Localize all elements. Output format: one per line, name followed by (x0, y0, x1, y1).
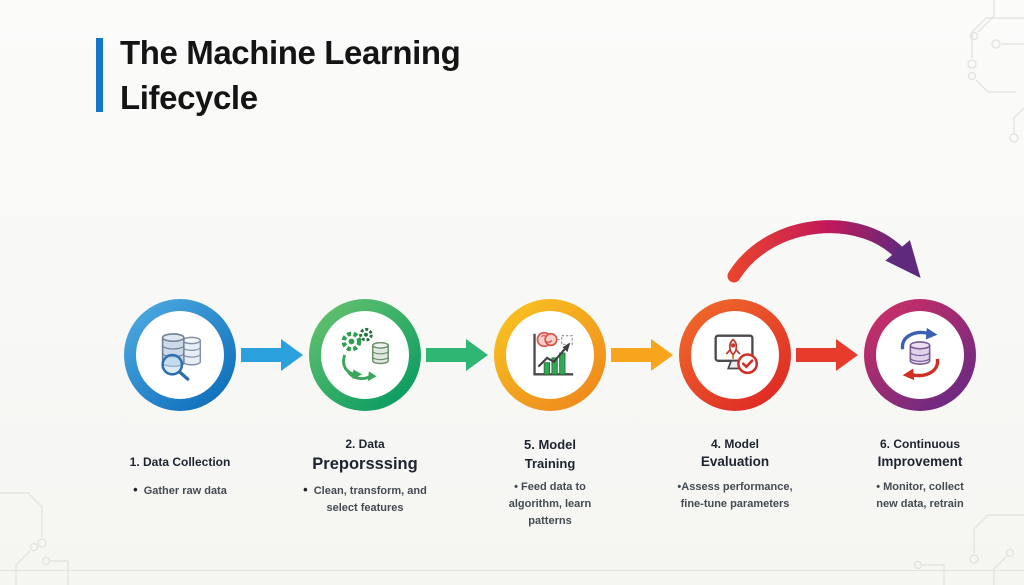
description-text: Clean, transform, and (313, 484, 427, 497)
step-label-continuous-improvement: 6. Continuous Improvement • Monitor, col… (825, 436, 1015, 513)
step-title-line-2: Training (524, 455, 576, 471)
description-line: •Assess performance, (677, 480, 793, 493)
curved-arrow-evaluation-to-improvement (727, 220, 921, 283)
bullet-dot: • (303, 481, 308, 497)
arrow-training-to-evaluation (611, 339, 673, 371)
step-label-model-evaluation: 4. Model Evaluation •Assess performance,… (640, 436, 830, 513)
model-training-icon (533, 331, 574, 376)
circuit-lines (0, 492, 69, 585)
step-title-line-2: Evaluation (700, 454, 770, 470)
arrow-preprocessing-to-training (426, 339, 488, 371)
page-title: The Machine Learning Lifecycle (120, 30, 461, 120)
bar-chart (543, 352, 566, 375)
continuous-improvement-icon (900, 327, 940, 381)
step-label-data-preprocessing: 2. Data Preporsssing • Clean, transform,… (270, 436, 460, 517)
step-circle-data-preprocessing (309, 299, 421, 411)
description-line: new data, retrain (876, 497, 964, 510)
data-collection-icon (161, 333, 202, 381)
bottom-divider (0, 570, 1024, 571)
step-description: • Gather raw data (85, 483, 275, 500)
database-small (372, 341, 389, 365)
arrow-evaluation-to-improvement (796, 339, 858, 371)
step-circle-data-collection (124, 299, 236, 411)
step-label-model-training: 5. Model Training • Feed data to algorit… (455, 436, 645, 531)
step-title: 6. Continuous (880, 437, 960, 451)
step-circle-continuous-improvement (864, 299, 976, 411)
step-title: 2. Data (345, 437, 385, 451)
circuit-lines (967, 0, 1024, 143)
circuit-pattern-bottom-right (913, 514, 1024, 585)
gear-icon (341, 327, 373, 352)
database-center (909, 341, 931, 365)
step-title-line-2: Improvement (877, 454, 963, 470)
rocket-icon (725, 338, 741, 359)
database-back (182, 336, 202, 366)
description-line: select features (326, 501, 404, 514)
step-circle-model-training (494, 299, 606, 411)
step-circle-inner (321, 311, 409, 399)
step-description: • Clean, transform, and select features (270, 483, 460, 517)
circuit-lines (913, 514, 1024, 585)
cycle-arrow-top (900, 327, 938, 350)
step-title: 1. Data Collection (129, 455, 231, 469)
title-line-1: The Machine Learning (120, 34, 461, 71)
brain-icon (536, 331, 558, 348)
step-description: •Assess performance, fine-tune parameter… (640, 479, 830, 513)
trend-arrow (537, 342, 571, 368)
description-line: • Monitor, collect (876, 480, 964, 493)
description-line: • Gather raw data (85, 483, 275, 500)
description-text: Gather raw data (143, 485, 227, 498)
circuit-pattern-bottom-left (0, 492, 69, 585)
description-line: algorithm, learn (508, 498, 592, 511)
description-line: fine-tune parameters (680, 497, 790, 510)
transform-arrows (342, 354, 377, 382)
step-description: • Monitor, collect new data, retrain (825, 479, 1015, 513)
step-title: 5. Model (523, 437, 576, 452)
description-line: patterns (528, 515, 572, 528)
model-evaluation-icon (714, 334, 759, 375)
step-circle-inner (876, 311, 964, 399)
circuit-pattern-top-right (967, 0, 1024, 143)
check-badge-icon (737, 353, 759, 375)
curved-arrow-path (727, 220, 921, 283)
description-line: • Clean, transform, and (270, 483, 460, 500)
title-line-2: Lifecycle (120, 79, 258, 116)
step-description: • Feed data to algorithm, learn patterns (455, 479, 645, 530)
arrow-collection-to-preprocessing (241, 339, 303, 371)
data-preprocessing-icon (341, 327, 389, 382)
step-label-data-collection: 1. Data Collection • Gather raw data (85, 436, 275, 500)
bullet-dot: • (133, 482, 138, 498)
title-accent-bar (96, 38, 103, 112)
step-title-line-2: Preporsssing (312, 455, 418, 474)
step-circle-inner (136, 311, 224, 399)
description-line: • Feed data to (514, 481, 586, 494)
step-circle-inner (506, 311, 594, 399)
step-circle-inner (691, 311, 779, 399)
cycle-arrow-bottom (902, 358, 940, 381)
step-circle-model-evaluation (679, 299, 791, 411)
magnifier-icon (161, 353, 190, 381)
step-title: 4. Model (710, 437, 759, 451)
